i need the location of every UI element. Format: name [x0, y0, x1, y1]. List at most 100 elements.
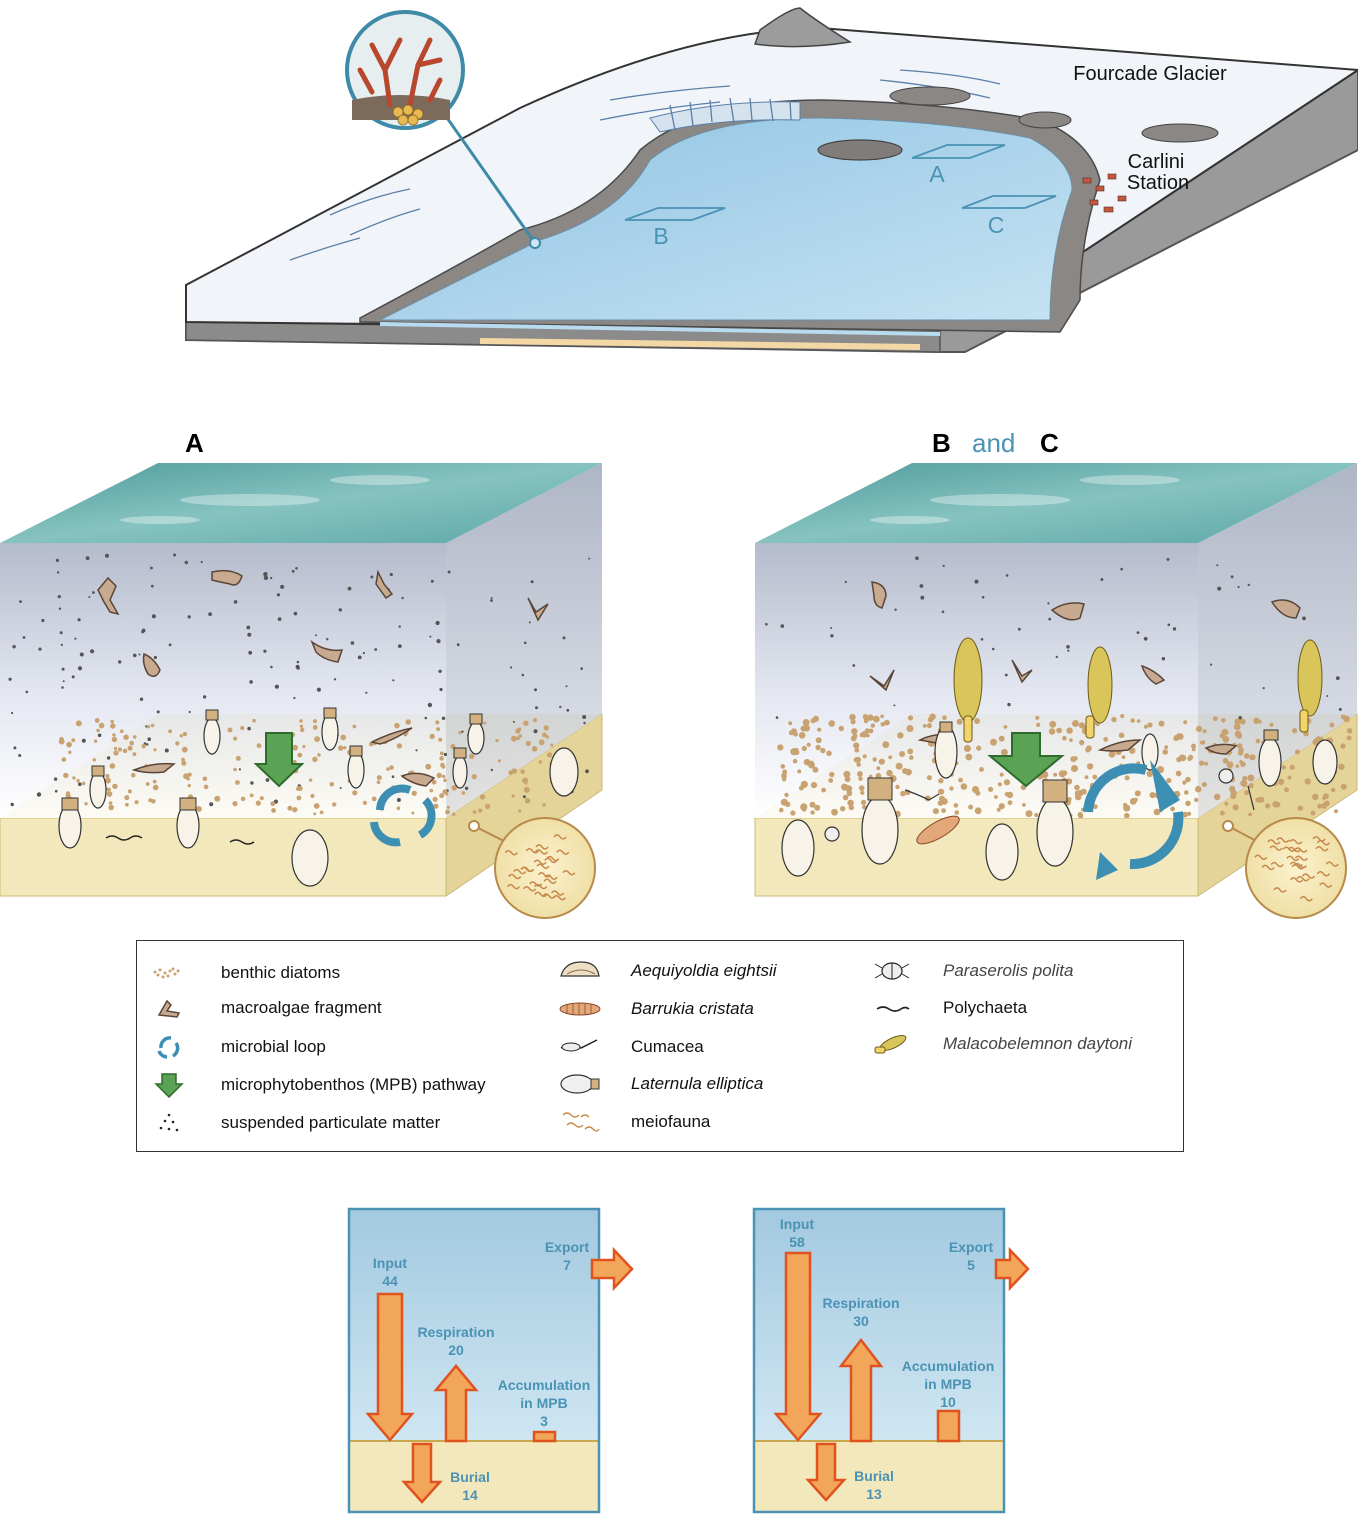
legend-label: Laternula elliptica — [631, 1074, 764, 1093]
particle — [299, 724, 304, 728]
particle — [852, 733, 858, 739]
particle — [58, 607, 62, 610]
particle — [566, 708, 570, 712]
particle — [84, 802, 88, 806]
meiofauna-worm — [536, 863, 550, 869]
particle — [1066, 727, 1073, 734]
particle — [981, 596, 985, 599]
particle — [1253, 717, 1260, 724]
particle — [1239, 718, 1246, 725]
particle — [511, 794, 515, 798]
legend-item-mpb-pathway: microphytobenthos (MPB) pathway — [147, 1072, 486, 1098]
particle — [429, 635, 432, 638]
particle — [1062, 735, 1067, 741]
meiofauna-worm — [553, 834, 567, 840]
particle — [439, 756, 444, 761]
particle — [469, 753, 475, 759]
particle — [1004, 673, 1008, 677]
particle — [1199, 740, 1204, 745]
particle — [990, 738, 997, 746]
particle — [1121, 755, 1126, 759]
particle — [479, 794, 486, 800]
particle — [313, 719, 317, 724]
particle — [429, 733, 435, 740]
particle — [843, 770, 851, 778]
particle — [202, 776, 208, 782]
particle — [782, 769, 788, 775]
particle — [793, 731, 798, 737]
particle — [371, 796, 377, 802]
particle — [926, 775, 932, 781]
particle — [559, 705, 562, 709]
particle — [339, 787, 342, 789]
particle — [518, 734, 523, 738]
particle — [141, 630, 145, 634]
meiofauna-worm — [504, 849, 518, 856]
particle — [1179, 754, 1187, 762]
particle — [317, 753, 321, 757]
particle — [405, 719, 412, 725]
particle — [184, 560, 188, 565]
particle — [1183, 720, 1188, 725]
particle — [391, 775, 395, 778]
particle — [118, 660, 122, 664]
legend-item-macroalgae-fragment: macroalgae fragment — [147, 995, 382, 1021]
particle — [1222, 757, 1229, 764]
particle — [1247, 583, 1251, 587]
export-label-left: Export — [545, 1239, 590, 1255]
particle — [860, 799, 867, 806]
legend-item-polychaeta: Polychaeta — [869, 995, 1027, 1021]
particle — [181, 757, 186, 762]
meiofauna-worm — [533, 859, 547, 865]
particle — [22, 636, 26, 639]
particle — [179, 734, 183, 738]
particle — [542, 732, 547, 738]
particle — [145, 782, 150, 786]
particle — [965, 753, 973, 761]
particle — [1237, 585, 1240, 589]
barrukia-cristata-bc — [916, 815, 960, 845]
particle — [1182, 811, 1188, 818]
legend-label: microbial loop — [221, 1037, 326, 1056]
particle — [1202, 729, 1207, 734]
particle — [830, 627, 833, 629]
particle — [1025, 810, 1033, 818]
legend-item-malacobelemnon-daytoni: Malacobelemnon daytoni — [869, 1031, 1132, 1057]
meiofauna-worm — [1289, 877, 1304, 883]
particle — [461, 791, 466, 795]
particle — [63, 772, 69, 779]
microbial-loop-bc — [1083, 760, 1184, 880]
particle — [456, 643, 460, 647]
particle — [535, 706, 538, 710]
particle — [780, 624, 785, 628]
particle — [438, 737, 443, 742]
particle — [340, 734, 347, 741]
particle — [152, 779, 157, 784]
particle — [1182, 780, 1187, 785]
particle — [974, 718, 981, 724]
particle — [1156, 766, 1164, 774]
particle — [511, 768, 517, 774]
particle — [445, 792, 449, 796]
particle — [233, 767, 237, 772]
particle — [12, 645, 16, 649]
meiofauna-worm — [1261, 864, 1275, 871]
particle — [1078, 813, 1084, 819]
meiofauna-worm — [1325, 861, 1339, 867]
particle — [1092, 804, 1098, 810]
particle — [256, 743, 262, 749]
particle — [1329, 722, 1335, 728]
particle — [235, 780, 240, 785]
particle — [1086, 763, 1094, 770]
particle — [252, 718, 256, 723]
particle — [297, 752, 303, 758]
particle — [433, 803, 439, 809]
particle — [1340, 714, 1346, 720]
particle — [227, 727, 233, 733]
meiofauna-worm — [544, 857, 558, 864]
particle — [810, 810, 815, 815]
site-b-label: B — [653, 223, 668, 249]
particle — [432, 796, 438, 802]
particle — [436, 639, 441, 644]
particle — [781, 773, 787, 779]
